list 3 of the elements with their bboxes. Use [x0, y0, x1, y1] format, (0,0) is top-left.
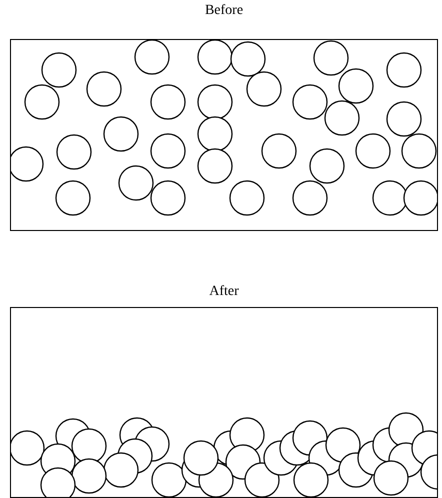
panel-title: After — [208, 283, 240, 301]
panel — [10, 1, 438, 231]
panel-title: Before — [204, 2, 244, 20]
